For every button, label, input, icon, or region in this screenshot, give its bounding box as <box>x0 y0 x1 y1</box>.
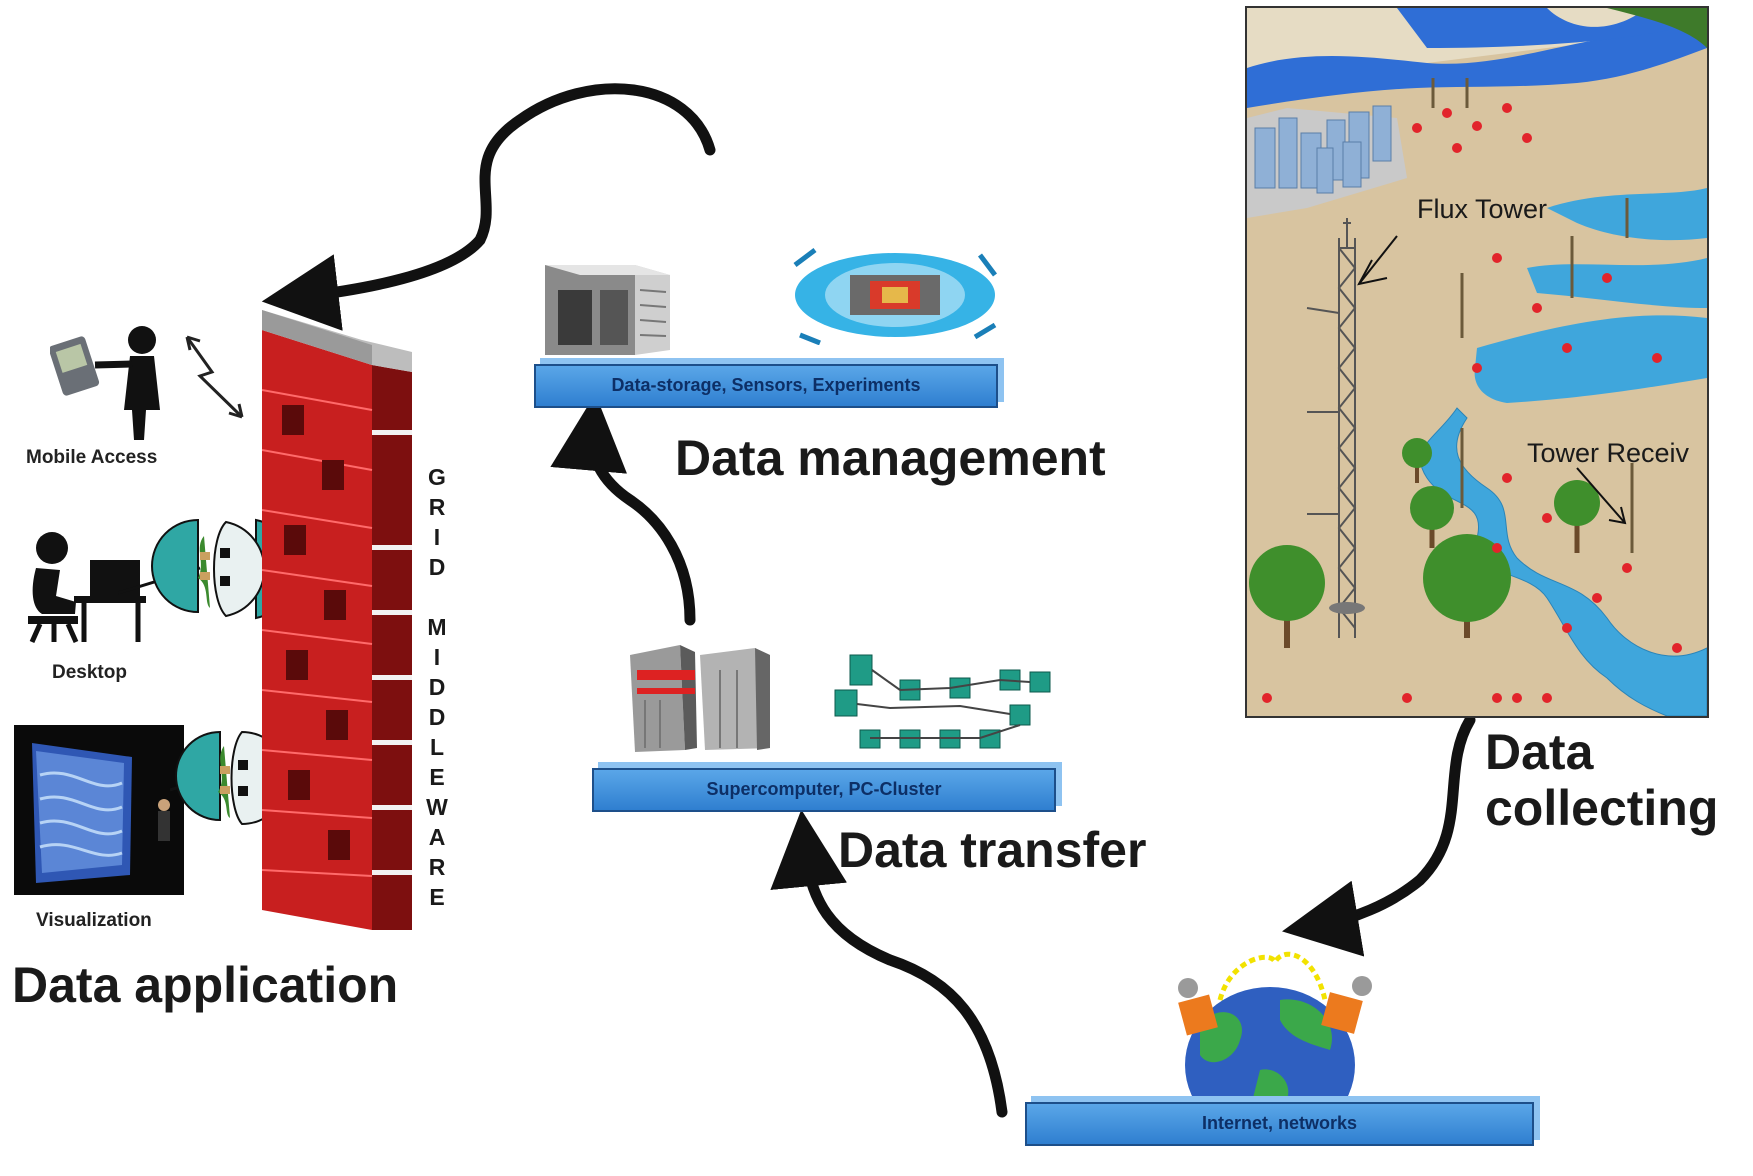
supercomputer-icon <box>630 645 770 752</box>
wall-letter: E <box>429 884 445 910</box>
wall-letter: R <box>428 494 446 520</box>
field-site-map: Flux Tower Tower Receiv <box>1245 6 1709 718</box>
network-platform-label: Internet, networks <box>1201 1113 1358 1133</box>
stage-title-collecting: Data collecting <box>1485 724 1718 836</box>
visualization-wall-image <box>14 725 184 895</box>
internet-globe-icon <box>1178 951 1372 1110</box>
arrow-management-to-application <box>261 83 716 331</box>
flux-tower-label: Flux Tower <box>1417 194 1548 224</box>
mobile-access-label: Mobile Access <box>26 447 158 468</box>
wall-letter: D <box>428 704 446 730</box>
wall-letter: A <box>428 824 446 850</box>
wall-letter: I <box>433 644 441 670</box>
particle-detector-icon <box>793 248 997 345</box>
wall-letter: W <box>426 794 448 820</box>
wireless-link-icon <box>185 335 244 419</box>
storage-platform-label: Data-storage, Sensors, Experiments <box>611 375 921 395</box>
wall-letter: M <box>427 614 447 640</box>
pc-cluster-icon <box>834 654 1051 749</box>
storage-server-icon <box>545 265 670 355</box>
grid-middleware-letters: G R I D M I D D L E W A R E <box>422 462 452 912</box>
stage-title-management: Data management <box>675 430 1106 486</box>
stage-title-transfer: Data transfer <box>838 822 1147 878</box>
wall-letter: I <box>433 524 441 550</box>
wall-letter: E <box>429 764 445 790</box>
arrow-transfer-to-management <box>550 393 696 626</box>
collecting-line-2: collecting <box>1485 780 1719 836</box>
arrow-collecting-to-network <box>1282 714 1476 957</box>
wall-letter: D <box>428 674 446 700</box>
network-platform: Internet, networks <box>1025 1102 1534 1146</box>
compute-platform: Supercomputer, PC-Cluster <box>592 768 1056 812</box>
tower-receiver-label: Tower Receiv <box>1527 438 1690 468</box>
wall-letter: L <box>429 734 445 760</box>
application-panel: Mobile Access Desktop Visualization <box>0 310 470 960</box>
wall-letter: D <box>428 554 446 580</box>
desktop-label: Desktop <box>52 662 127 683</box>
collecting-line-1: Data <box>1485 724 1594 780</box>
visualization-label: Visualization <box>36 910 152 931</box>
storage-platform: Data-storage, Sensors, Experiments <box>534 364 998 408</box>
stage-title-application: Data application <box>12 957 399 1013</box>
arrow-network-to-transfer <box>770 809 1008 1118</box>
wall-letter: R <box>428 854 446 880</box>
compute-platform-label: Supercomputer, PC-Cluster <box>706 779 942 799</box>
mobile-user-icon <box>50 326 160 440</box>
wall-letter: G <box>428 464 446 490</box>
grid-middleware-wall <box>262 310 412 930</box>
